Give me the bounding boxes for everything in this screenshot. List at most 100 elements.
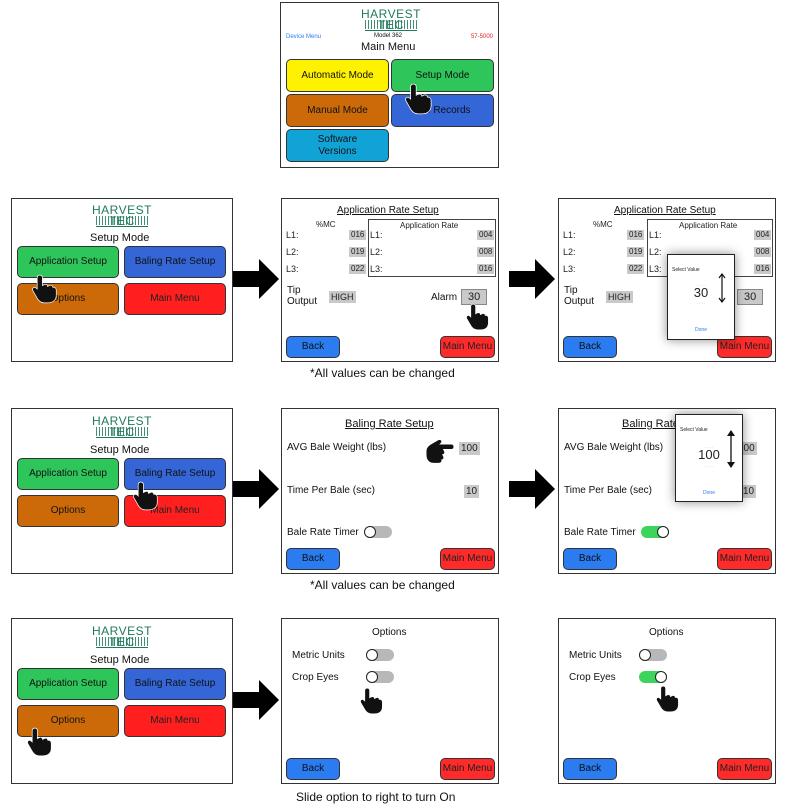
manual-mode-button[interactable]: Manual Mode xyxy=(286,94,389,127)
pointing-hand-icon xyxy=(133,481,158,511)
harvest-tec-logo: HARVEST TEC xyxy=(361,7,421,32)
application-rate-setup-screen: Application Rate Setup %MC Application R… xyxy=(281,198,499,362)
alarm-value[interactable]: 30 xyxy=(737,289,764,305)
page-title: Application Rate Setup xyxy=(337,205,439,216)
options-screen: Options Metric Units Crop Eyes Back Main… xyxy=(281,618,499,784)
back-button[interactable]: Back xyxy=(286,758,340,780)
mc-value-l2[interactable]: 019 xyxy=(627,247,645,257)
back-button[interactable]: Back xyxy=(563,336,617,358)
value-picker-popup[interactable]: Select Value ·· ·· 100 ·· ·· Done xyxy=(675,414,743,502)
automatic-mode-button[interactable]: Automatic Mode xyxy=(286,59,389,92)
crop-eyes-label: Crop Eyes xyxy=(292,672,339,683)
rate-value-l2[interactable]: 008 xyxy=(477,247,495,257)
setup-mode-screen: HARVEST TEC Setup Mode Application Setup… xyxy=(11,198,233,362)
main-menu-button[interactable]: Main Menu xyxy=(717,758,772,780)
baling-rate-setup-screen: Baling Rate Setup AVG Bale Weight (lbs) … xyxy=(281,408,499,574)
back-button[interactable]: Back xyxy=(286,548,340,570)
avg-bale-weight-label: AVG Bale Weight (lbs) xyxy=(564,442,664,453)
harvest-tec-logo: HARVEST TEC xyxy=(92,203,152,228)
back-button[interactable]: Back xyxy=(563,758,617,780)
bale-rate-timer-toggle[interactable] xyxy=(364,526,392,538)
bale-rate-timer-label: Bale Rate Timer xyxy=(564,527,636,538)
mc-value-l2[interactable]: 019 xyxy=(349,247,367,257)
row-label: L3: xyxy=(370,264,383,274)
application-rate-header: Application Rate xyxy=(679,221,738,230)
software-versions-button[interactable]: Software Versions xyxy=(286,129,389,162)
main-menu-button[interactable]: Main Menu xyxy=(440,548,495,570)
main-menu-button[interactable]: Main Menu xyxy=(124,283,226,315)
rate-value-l3[interactable]: 016 xyxy=(477,264,495,274)
caption-slide-on: Slide option to right to turn On xyxy=(296,790,456,804)
setup-mode-screen: HARVEST TEC Setup Mode Application Setup… xyxy=(11,618,233,784)
mc-value-l3[interactable]: 022 xyxy=(349,264,367,274)
page-title: Setup Mode xyxy=(90,654,150,666)
page-title: Options xyxy=(649,627,684,638)
metric-units-toggle[interactable] xyxy=(366,649,394,661)
page-title: Setup Mode xyxy=(90,444,150,456)
harvest-tec-logo: HARVEST TEC xyxy=(92,414,152,439)
picker-done-button[interactable]: Done xyxy=(703,490,715,496)
application-setup-button[interactable]: Application Setup xyxy=(17,458,119,490)
main-menu-button[interactable]: Main Menu xyxy=(440,758,495,780)
row-label: L1: xyxy=(370,230,383,240)
picker-done-button[interactable]: Done xyxy=(695,327,707,333)
main-menu-button[interactable]: Main Menu xyxy=(717,548,772,570)
metric-units-label: Metric Units xyxy=(569,650,622,661)
mc-value-l1[interactable]: 016 xyxy=(349,230,367,240)
crop-eyes-toggle[interactable] xyxy=(366,671,394,683)
main-menu-button[interactable]: Main Menu xyxy=(717,336,772,358)
pointing-hand-icon xyxy=(32,274,57,304)
row-label: L3: xyxy=(563,264,576,274)
up-down-arrow-icon xyxy=(718,273,726,303)
rate-value-l1[interactable]: 004 xyxy=(477,230,495,240)
application-setup-button[interactable]: Application Setup xyxy=(17,668,119,700)
bale-rate-timer-toggle[interactable] xyxy=(641,526,669,538)
mc-value-l3[interactable]: 022 xyxy=(627,264,645,274)
application-setup-button[interactable]: Application Setup xyxy=(17,246,119,278)
rate-value-l3[interactable]: 016 xyxy=(754,264,772,274)
harvest-tec-logo: HARVEST TEC xyxy=(92,624,152,649)
metric-units-toggle[interactable] xyxy=(639,649,667,661)
row-label: L2: xyxy=(370,247,383,257)
page-title: Main Menu xyxy=(361,41,416,53)
row-label: L3: xyxy=(286,264,299,274)
back-button[interactable]: Back xyxy=(286,336,340,358)
time-per-bale-value[interactable]: 10 xyxy=(464,485,480,498)
device-menu-link[interactable]: Device Menu xyxy=(286,34,322,40)
time-per-bale-label: Time Per Bale (sec) xyxy=(287,485,375,496)
crop-eyes-toggle[interactable] xyxy=(639,671,667,683)
right-arrow-icon xyxy=(233,469,279,509)
row-label: L2: xyxy=(563,247,576,257)
value-picker-popup[interactable]: Select Value ·· ·· 30 ·· ·· Done xyxy=(667,254,735,340)
setup-mode-button[interactable]: Setup Mode xyxy=(391,59,494,92)
application-rate-box xyxy=(368,219,496,277)
avg-bale-weight-value[interactable]: 100 xyxy=(459,442,480,455)
tip-output-value[interactable]: HIGH xyxy=(329,291,356,303)
baling-rate-setup-button[interactable]: Baling Rate Setup xyxy=(124,668,226,700)
time-per-bale-value[interactable]: 10 xyxy=(741,485,757,498)
serial-number: 57-5000 xyxy=(470,34,493,40)
right-arrow-icon xyxy=(233,259,279,299)
main-menu-button[interactable]: Main Menu xyxy=(124,705,226,737)
rate-value-l2[interactable]: 008 xyxy=(754,247,772,257)
row-label: L2: xyxy=(649,247,662,257)
page-title: Application Rate Setup xyxy=(614,205,716,216)
mc-value-l1[interactable]: 016 xyxy=(627,230,645,240)
metric-units-label: Metric Units xyxy=(292,650,345,661)
back-button[interactable]: Back xyxy=(563,548,617,570)
tip-output-value[interactable]: HIGH xyxy=(606,291,633,303)
picker-value[interactable]: 30 xyxy=(693,285,709,300)
main-menu-button[interactable]: Main Menu xyxy=(440,336,495,358)
options-button[interactable]: Options xyxy=(17,495,119,527)
baling-rate-setup-button[interactable]: Baling Rate Setup xyxy=(124,246,226,278)
setup-mode-screen: HARVEST TEC Setup Mode Application Setup… xyxy=(11,408,233,574)
picker-value[interactable]: 100 xyxy=(698,447,720,462)
mc-header: %MC xyxy=(316,220,336,229)
picker-title: Select Value xyxy=(672,267,700,273)
rate-value-l1[interactable]: 004 xyxy=(754,230,772,240)
crop-eyes-label: Crop Eyes xyxy=(569,672,616,683)
main-menu-screen: HARVEST TEC Device Menu Model 362 57-500… xyxy=(280,2,499,168)
caption-values-changeable: *All values can be changed xyxy=(310,366,455,380)
options-screen: Options Metric Units Crop Eyes Back Main… xyxy=(558,618,776,784)
pointing-hand-icon xyxy=(360,687,383,715)
